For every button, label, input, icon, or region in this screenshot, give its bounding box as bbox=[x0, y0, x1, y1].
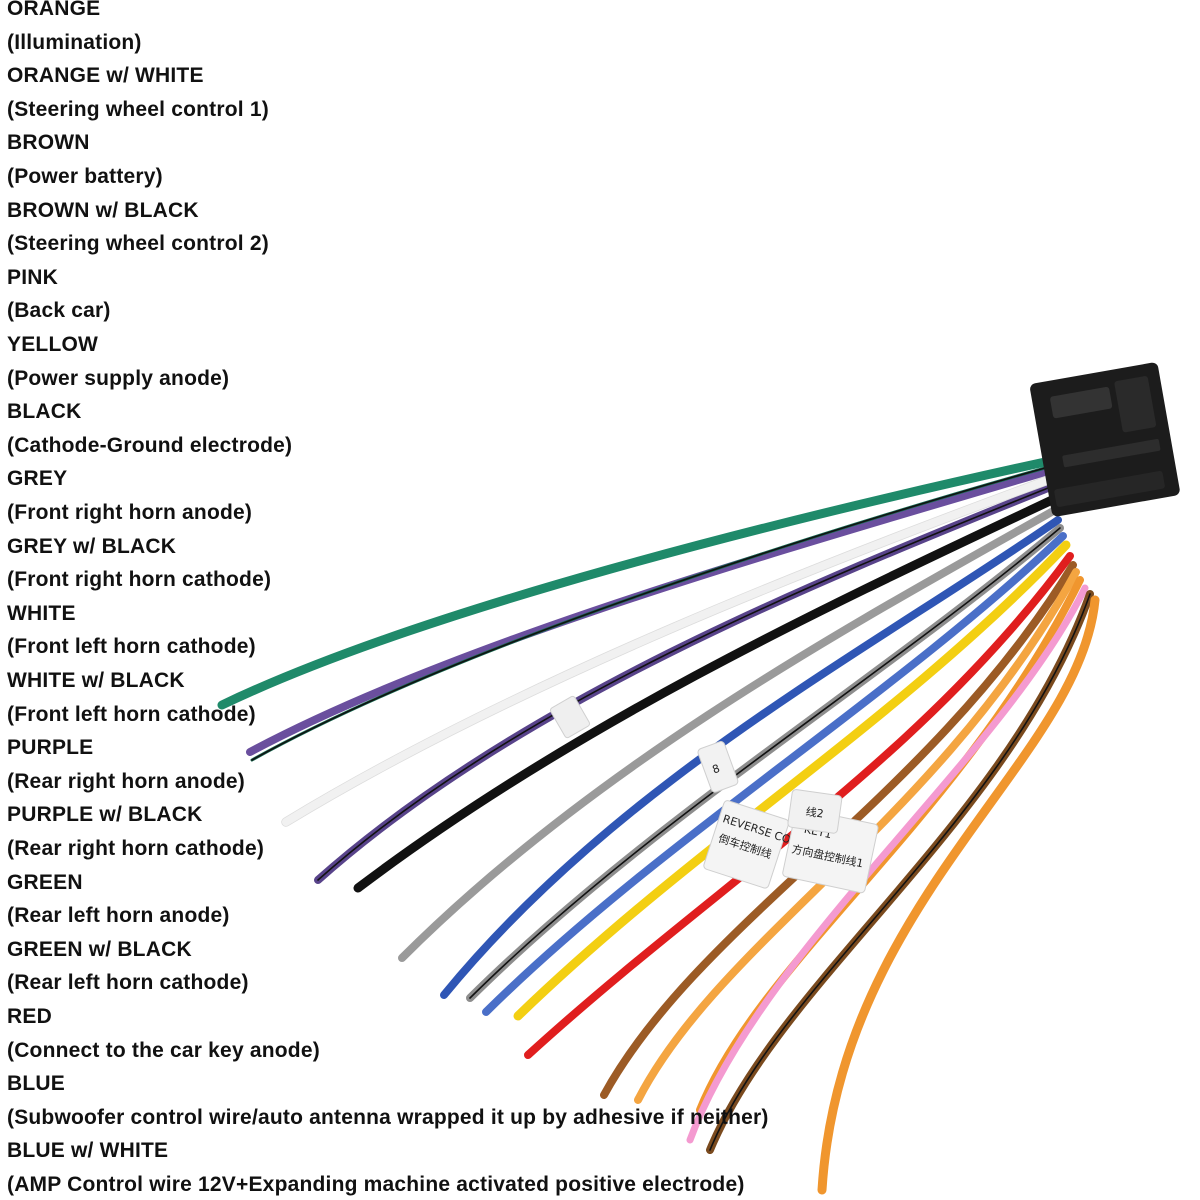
wire-stripe bbox=[469, 527, 1061, 999]
wire-function-label: (Front right horn anode) bbox=[7, 501, 253, 524]
wire-color-label: BLACK bbox=[7, 400, 82, 424]
wire-color-label: WHITE bbox=[7, 601, 76, 625]
wire-color-label: GREY w/ BLACK bbox=[7, 534, 177, 558]
wire-color-label: BLUE w/ WHITE bbox=[7, 1139, 169, 1163]
wire-labels: REVERSE CONT 倒车控制线 KEY1 方向盘控制线1 线2 8 bbox=[549, 695, 879, 894]
wire-function-label: (Power battery) bbox=[7, 165, 163, 188]
wire-color-label: PINK bbox=[7, 265, 58, 289]
wire-color-label: PURPLE bbox=[7, 736, 94, 760]
wire-function-label: (Front left horn cathode) bbox=[7, 702, 256, 726]
wire-function-label: (Front right horn cathode) bbox=[7, 568, 272, 592]
wire-function-label: (Rear right horn anode) bbox=[7, 769, 245, 793]
wire-color-label: ORANGE w/ WHITE bbox=[7, 64, 204, 88]
wire-color-label: GREEN w/ BLACK bbox=[7, 937, 192, 961]
wire-bundle bbox=[217, 457, 1100, 1195]
wire-color-label: BLUE bbox=[7, 1072, 65, 1096]
wire-white bbox=[282, 476, 1052, 826]
wire-function-label: (AMP Control wire 12V+Expanding machine … bbox=[7, 1173, 745, 1196]
wire-blue bbox=[440, 516, 1062, 999]
wire-purple bbox=[246, 468, 1049, 756]
key2-tag: 线2 bbox=[787, 789, 843, 834]
harness-connector bbox=[1030, 362, 1180, 517]
wire-function-label: (Illumination) bbox=[7, 30, 142, 54]
wire-color-label: GREY bbox=[7, 467, 68, 491]
wire-function-label: (Cathode-Ground electrode) bbox=[7, 433, 293, 457]
wire-yellow bbox=[513, 540, 1071, 1021]
wire-stripe bbox=[251, 467, 1046, 761]
wire-function-label: (Rear left horn anode) bbox=[7, 904, 230, 928]
key2-tag-line: 线2 bbox=[805, 804, 825, 820]
wire-stripe bbox=[317, 487, 1049, 881]
wire-function-label: (Front left horn cathode) bbox=[7, 635, 256, 659]
wire-color-label: BROWN w/ BLACK bbox=[7, 198, 199, 222]
wire-color-label: GREEN bbox=[7, 870, 83, 894]
wire-blue-w-white bbox=[482, 532, 1067, 1016]
wire-function-label: (Connect to the car key anode) bbox=[7, 1038, 320, 1062]
wire-black bbox=[353, 495, 1057, 893]
wire-color-label: PURPLE w/ BLACK bbox=[7, 803, 203, 827]
wire-color-label: YELLOW bbox=[7, 333, 99, 356]
wire-color-label: RED bbox=[7, 1005, 52, 1028]
number-tag-text: 8 bbox=[711, 762, 722, 777]
wire-pink bbox=[686, 584, 1089, 1144]
wire-function-label: (Subwoofer control wire/auto antenna wra… bbox=[7, 1105, 769, 1129]
wire-grey bbox=[398, 506, 1059, 962]
wire-function-label: (Back car) bbox=[7, 299, 111, 323]
wire-function-label: (Rear right horn cathode) bbox=[7, 837, 265, 860]
wire-function-label: (Rear left horn cathode) bbox=[7, 971, 249, 995]
wire-color-label: WHITE w/ BLACK bbox=[7, 669, 185, 692]
small-tag-black-wire bbox=[549, 695, 591, 739]
wire-function-label: (Steering wheel control 1) bbox=[7, 97, 269, 121]
wire-color-label: ORANGE bbox=[7, 0, 101, 20]
number-tag: 8 bbox=[697, 741, 739, 793]
wire-stripe bbox=[709, 593, 1091, 1151]
wire-function-label: (Power supply anode) bbox=[7, 366, 230, 390]
wire-orange bbox=[817, 595, 1100, 1195]
wire-color-label: BROWN bbox=[7, 131, 90, 155]
wire-green bbox=[217, 457, 1050, 710]
wire-function-label: (Steering wheel control 2) bbox=[7, 232, 269, 256]
